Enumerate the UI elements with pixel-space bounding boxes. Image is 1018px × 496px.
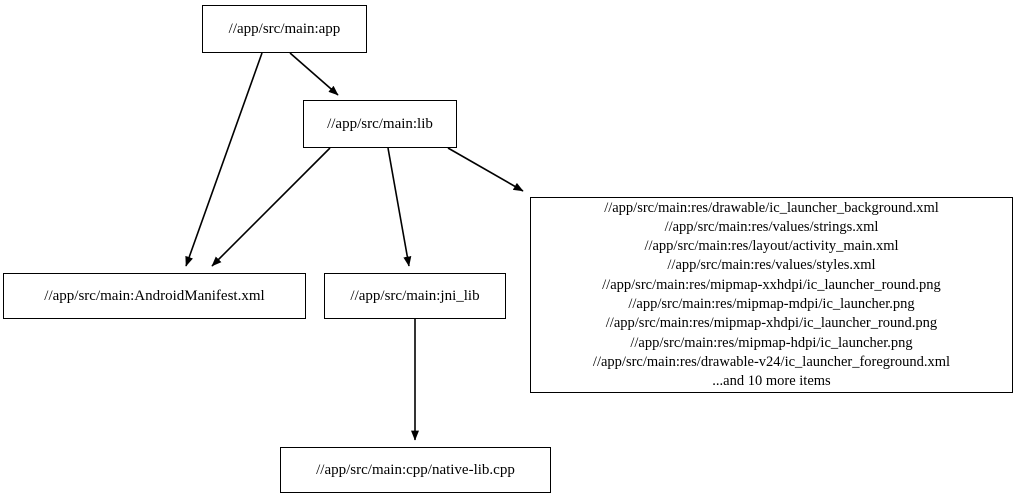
graph-node-res-group-line: ...and 10 more items: [712, 373, 831, 390]
graph-node-android-manifest-label: //app/src/main:AndroidManifest.xml: [44, 287, 265, 304]
edge-lib-to-jni-lib: [387, 147, 412, 267]
edge-lib-to-res: [447, 147, 524, 192]
graph-node-app-label: //app/src/main:app: [228, 20, 341, 37]
graph-node-res-group[interactable]: //app/src/main:res/drawable/ic_launcher_…: [530, 197, 1013, 393]
graph-node-res-group-line: //app/src/main:res/layout/activity_main.…: [644, 238, 899, 255]
graph-node-app[interactable]: //app/src/main:app: [202, 5, 367, 53]
edge-lib-to-manifest: [211, 147, 331, 267]
edge-app-to-manifest: [185, 52, 263, 267]
graph-node-res-group-line: //app/src/main:res/mipmap-xxhdpi/ic_laun…: [602, 276, 941, 293]
graph-node-jni-lib[interactable]: //app/src/main:jni_lib: [324, 273, 506, 319]
graph-node-res-group-label: //app/src/main:res/drawable/ic_launcher_…: [587, 199, 956, 392]
graph-node-native-lib-cpp-label: //app/src/main:cpp/native-lib.cpp: [316, 461, 515, 478]
graph-node-res-group-line: //app/src/main:res/drawable-v24/ic_launc…: [592, 353, 951, 370]
graph-node-android-manifest[interactable]: //app/src/main:AndroidManifest.xml: [3, 273, 306, 319]
graph-node-res-group-line: //app/src/main:res/mipmap-hdpi/ic_launch…: [630, 334, 913, 351]
edge-app-to-lib: [289, 52, 339, 96]
graph-node-res-group-line: //app/src/main:res/values/strings.xml: [664, 218, 879, 235]
graph-node-res-group-line: //app/src/main:res/mipmap-xhdpi/ic_launc…: [605, 315, 938, 332]
graph-node-lib-label: //app/src/main:lib: [327, 115, 433, 132]
graph-node-res-group-line: //app/src/main:res/drawable/ic_launcher_…: [604, 199, 939, 216]
graph-node-res-group-line: //app/src/main:res/values/styles.xml: [667, 257, 876, 274]
graph-node-res-group-line: //app/src/main:res/mipmap-mdpi/ic_launch…: [628, 296, 915, 312]
graph-node-lib[interactable]: //app/src/main:lib: [303, 100, 457, 148]
graph-node-jni-lib-label: //app/src/main:jni_lib: [350, 287, 480, 304]
graph-node-native-lib-cpp[interactable]: //app/src/main:cpp/native-lib.cpp: [280, 447, 551, 493]
